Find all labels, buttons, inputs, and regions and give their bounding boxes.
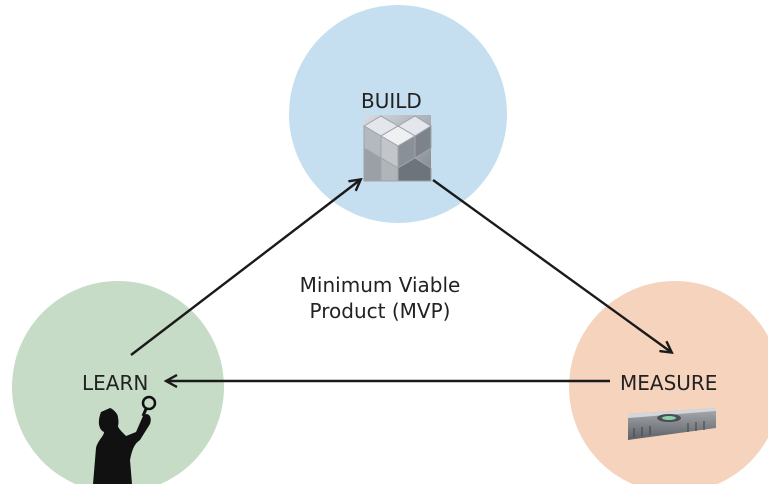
arrow-build-to-measure <box>432 179 671 352</box>
cubes-icon <box>363 115 432 182</box>
arrow-learn-to-build <box>130 180 360 356</box>
build-label: BUILD <box>361 89 422 113</box>
learn-circle <box>12 281 224 484</box>
mvp-label: Minimum Viable Product (MVP) <box>280 272 480 324</box>
build-circle <box>289 5 507 223</box>
mvp-label-line-2: Product (MVP) <box>309 299 451 323</box>
mvp-label-line-1: Minimum Viable <box>299 273 461 297</box>
level-tool-icon <box>628 408 716 440</box>
measure-circle <box>569 281 768 484</box>
person-with-magnifier-icon <box>93 395 157 484</box>
measure-label: MEASURE <box>620 371 718 395</box>
learn-label: LEARN <box>82 371 149 395</box>
